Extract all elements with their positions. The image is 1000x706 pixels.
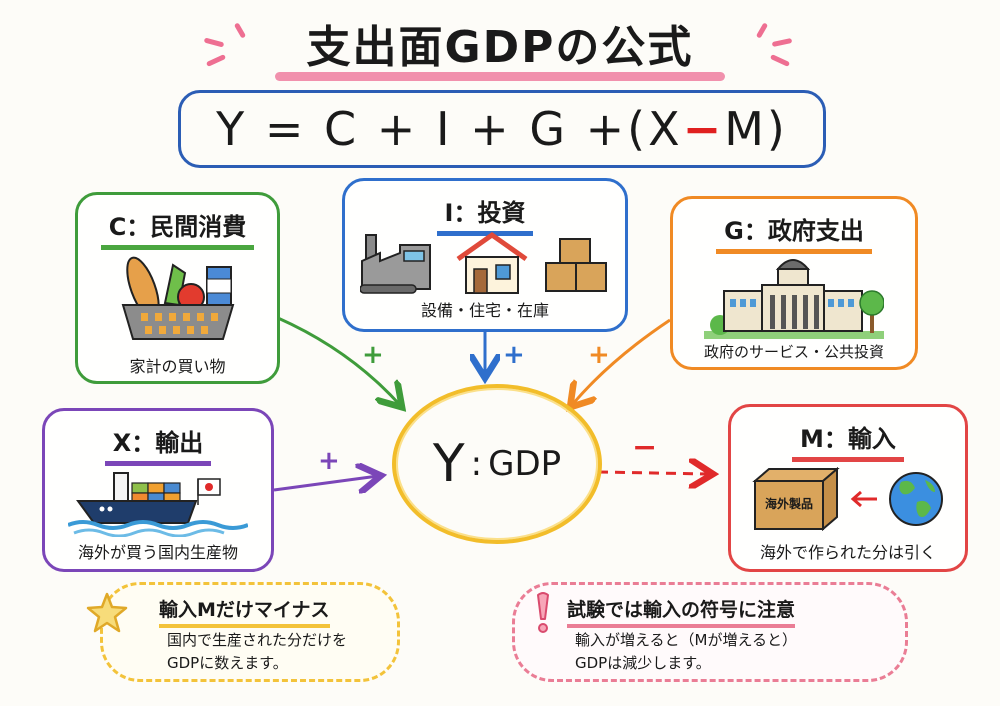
card-government: G：政府支出 政府のサービス・公共投資 [670,196,918,370]
formula-paren-close: ) [766,102,788,156]
star-icon [86,592,128,633]
formula-g: G [529,102,568,156]
note-body: 国内で生産された分だけを GDPに数えます。 [167,629,347,675]
note-body: 輸入が増えると（Mが増えると） GDPは減少します。 [575,629,797,675]
card-exports: X：輸出 海外が買う国内生産物 [42,408,274,572]
box-label: 海外製品 [764,497,813,511]
arrow-g-to-gdp [572,318,671,405]
formula-m: M [724,102,767,156]
gdp-y: Y [432,434,465,494]
arrow-x-to-gdp [273,476,378,490]
formula-y: Y [216,102,248,156]
arrow-left-icon [850,490,877,508]
formula-i: I [435,102,453,156]
box-and-globe-icon: 海外製品 [731,467,965,531]
arrow-c-to-gdp [277,316,400,405]
factory-house-boxes-icon [345,231,625,295]
note-line: 輸入が増えると（Mが増えると） [575,631,798,649]
government-building-icon [673,255,915,339]
sign-i: + [503,340,525,370]
gdp-label: GDP [488,444,562,484]
card-title: C：民間消費 [100,207,255,250]
title-underline [275,72,725,81]
page-title: 支出面GDPの公式 [306,22,694,73]
card-title: M：輸入 [792,419,904,462]
note-title: 試験では輸入の符号に注意 [567,595,796,628]
formula-paren-open: ( [627,102,649,156]
sign-x: + [318,446,340,476]
note-line: GDPは減少します。 [575,654,711,672]
note-line: 国内で生産された分だけを [167,631,348,649]
card-title: X：輸出 [104,423,212,466]
card-consumption: C：民間消費 家計の買い物 [75,192,280,384]
boxes-icon [545,238,607,292]
factory-icon [360,234,431,294]
card-desc: 設備・住宅・在庫 [420,301,549,320]
formula-equals: = [264,102,307,156]
formula-plus: + [585,102,628,156]
box-icon: 海外製品 [751,467,841,531]
formula-x: X [648,102,683,156]
formula-plus: + [470,102,512,156]
card-desc: 海外で作られた分は引く [759,543,936,562]
house-icon [456,231,528,294]
exclamation-icon [537,592,549,633]
card-imports: M：輸入 海外製品 海外で作られた分は引く [728,404,968,572]
note-imports-minus: 輸入Mだけマイナス 国内で生産された分だけを GDPに数えます。 [86,582,400,682]
formula-plus: + [376,102,419,156]
card-desc: 家計の買い物 [129,357,226,376]
formula-box: Y = C + I + G + ( X − M ) [178,90,826,168]
card-investment: I：投資 設備・住宅・在庫 [342,178,628,332]
sign-g: + [588,340,610,370]
note-line: GDPに数えます。 [167,654,288,672]
card-desc: 政府のサービス・公共投資 [703,343,884,361]
shopping-basket-icon [78,253,277,343]
cargo-ship-icon [45,465,271,537]
formula-c: C [324,102,360,156]
note-exam-caution: 試験では輸入の符号に注意 輸入が増えると（Mが増えると） GDPは減少します。 [512,582,908,682]
card-title: I：投資 [436,193,534,236]
globe-icon [889,472,943,526]
card-desc: 海外が買う国内生産物 [77,543,238,562]
gdp-colon: : [470,444,483,484]
sign-c: + [362,340,384,370]
formula-minus: − [682,102,725,156]
sign-m: − [632,430,658,465]
note-title: 輸入Mだけマイナス [159,595,330,628]
gdp-circle: Y : GDP [392,384,602,544]
card-title: G：政府支出 [716,211,872,254]
arrow-gdp-to-m [597,472,710,474]
